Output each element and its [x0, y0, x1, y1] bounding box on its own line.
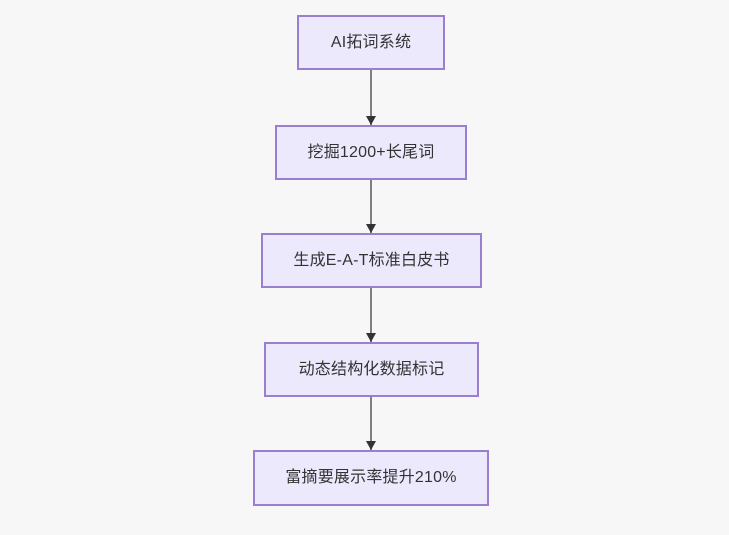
flow-edge — [366, 397, 376, 450]
edge-line — [370, 397, 372, 450]
flow-node-dynamic-structured-data[interactable]: 动态结构化数据标记 — [264, 342, 479, 397]
flow-node-rich-snippet-uplift[interactable]: 富摘要展示率提升210% — [253, 450, 489, 506]
flow-node-ai-keyword-system[interactable]: AI拓词系统 — [297, 15, 445, 70]
flow-node-label: 生成E-A-T标准白皮书 — [293, 251, 450, 269]
flow-edge — [366, 288, 376, 342]
flow-node-label: AI拓词系统 — [330, 33, 412, 51]
flow-node-mine-longtail-keywords[interactable]: 挖掘1200+长尾词 — [275, 125, 467, 180]
arrowhead-icon — [366, 224, 376, 233]
edge-line — [370, 180, 372, 233]
edge-line — [370, 70, 372, 125]
arrowhead-icon — [366, 441, 376, 450]
arrowhead-icon — [366, 116, 376, 125]
edge-line — [370, 288, 372, 342]
arrowhead-icon — [366, 333, 376, 342]
flow-edge — [366, 180, 376, 233]
flow-node-label: 富摘要展示率提升210% — [285, 469, 457, 486]
flow-edge — [366, 70, 376, 125]
flow-node-generate-eat-whitepaper[interactable]: 生成E-A-T标准白皮书 — [261, 233, 482, 288]
flow-node-label: 动态结构化数据标记 — [298, 360, 445, 378]
flow-node-label: 挖掘1200+长尾词 — [307, 143, 435, 161]
